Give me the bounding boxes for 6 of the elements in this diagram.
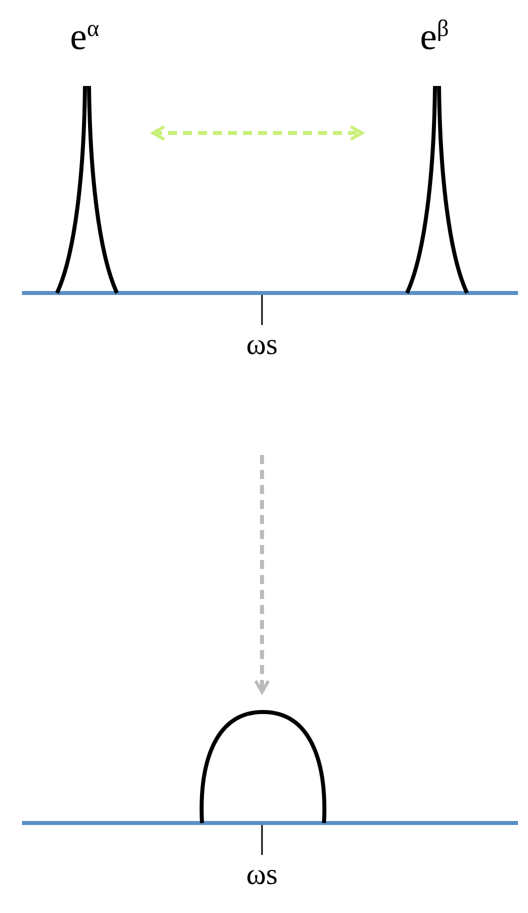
peak-label: e$^{α}$	[70, 18, 100, 56]
frequency-label: ωs	[245, 860, 279, 890]
peak-label: e$^{β}$	[420, 18, 449, 56]
arrow	[254, 455, 270, 694]
double-arrow	[151, 125, 364, 141]
frequency-label: ωs	[245, 330, 279, 360]
